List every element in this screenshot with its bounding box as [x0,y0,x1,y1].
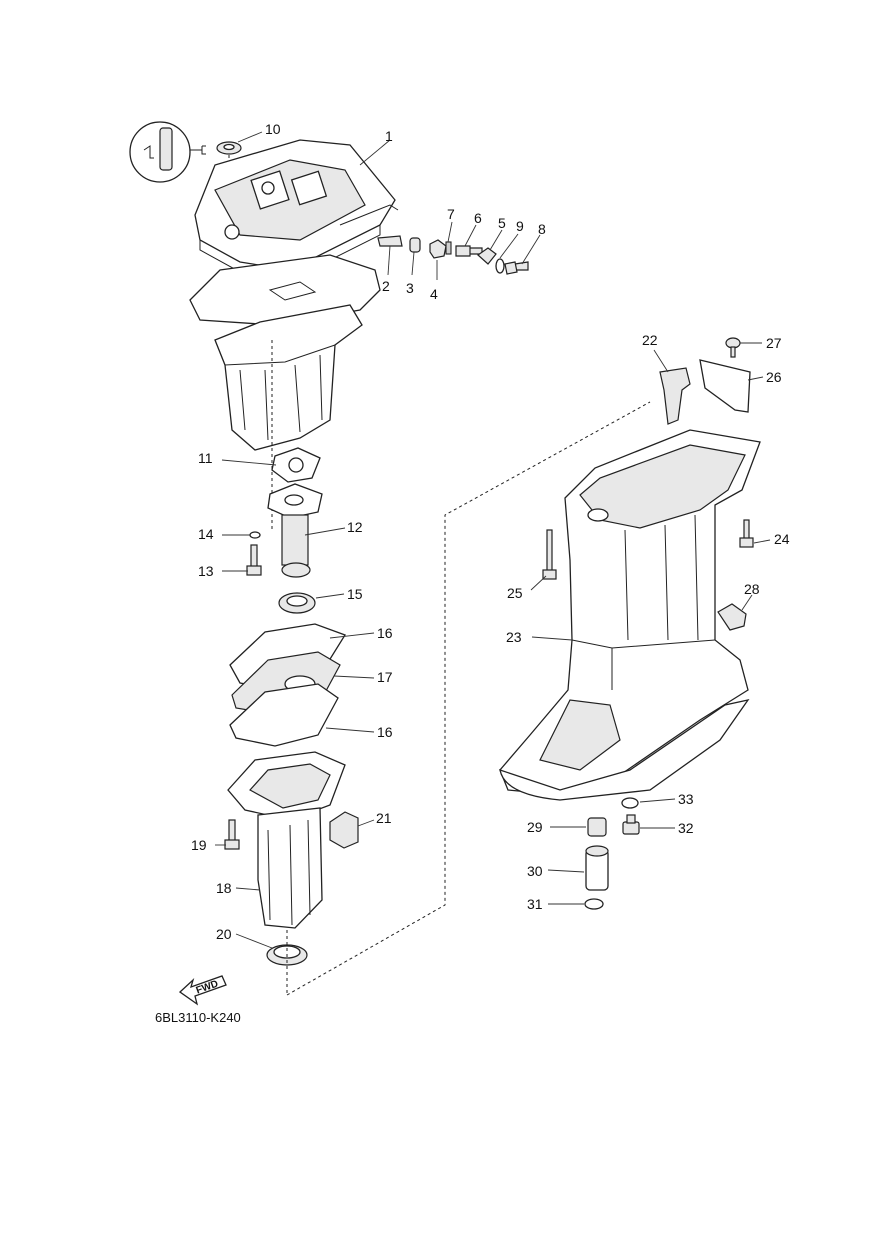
part-6-bolt [455,245,483,257]
part-24-bolt [739,519,754,548]
part-27-bolt [725,337,741,358]
callout-13: 13 [198,563,214,579]
leader-lines [215,131,771,949]
callout-28: 28 [744,581,760,597]
part-14-washer [249,531,261,539]
callout-15: 15 [347,586,363,602]
callout-5: 5 [498,215,506,231]
part-8-bolt [504,261,529,275]
part-30-sleeve [585,845,609,891]
housing-foot [499,699,750,801]
callout-33: 33 [678,791,694,807]
callout-30: 30 [527,863,543,879]
part-28-anode [717,603,747,631]
callout-31: 31 [527,896,543,912]
part-23-drive-shaft-housing [499,429,761,796]
diagram-code: 6BL3110-K240 [155,1010,241,1025]
callout-23: 23 [506,629,522,645]
part-25-bolt [542,529,557,580]
part-7-spring [445,241,452,255]
callout-12: 12 [347,519,363,535]
callout-22: 22 [642,332,658,348]
callout-18: 18 [216,880,232,896]
part-26-plate [699,359,751,413]
callout-9: 9 [516,218,524,234]
part-12-exhaust-guide [267,483,323,578]
callout-16-lower: 16 [377,724,393,740]
callout-27: 27 [766,335,782,351]
part-21-damper [329,811,359,849]
part-2-pin [377,235,403,247]
callout-14: 14 [198,526,214,542]
oil-pan [214,304,363,451]
part-18-lower-housing [227,751,346,929]
part-33-washer [621,797,639,809]
callout-10: 10 [265,121,281,137]
callout-19: 19 [191,837,207,853]
part-29-nut [587,817,607,837]
part-32-plug [622,814,640,835]
part-1-upper-casing [194,139,399,281]
callout-20: 20 [216,926,232,942]
part-3-bushing [409,237,421,253]
callout-16-upper: 16 [377,625,393,641]
callout-4: 4 [430,286,438,302]
callout-7: 7 [447,206,455,222]
part-4-bracket [429,239,447,259]
part-22-cover [659,367,691,425]
part-5-clip [477,247,497,265]
callout-11: 11 [198,450,213,466]
part-9-washer [495,258,505,274]
detail-inset [129,121,206,183]
part-13-bolt [246,544,262,576]
callout-3: 3 [406,280,414,296]
part-31-o-ring [584,898,604,910]
callout-8: 8 [538,221,546,237]
callout-17: 17 [377,669,393,685]
callout-29: 29 [527,819,543,835]
part-16-gasket-lower [229,683,339,747]
callout-26: 26 [766,369,782,385]
callout-21: 21 [376,810,392,826]
callout-6: 6 [474,210,482,226]
assembly-guide-line [286,401,651,996]
callout-25: 25 [507,585,523,601]
part-19-bolt [224,819,240,850]
upper-gasket [189,254,381,326]
fwd-direction-arrow [178,975,227,1006]
callout-1: 1 [385,128,393,144]
part-15-seal [278,592,316,614]
callout-32: 32 [678,820,694,836]
callout-24: 24 [774,531,790,547]
callout-2: 2 [382,278,390,294]
